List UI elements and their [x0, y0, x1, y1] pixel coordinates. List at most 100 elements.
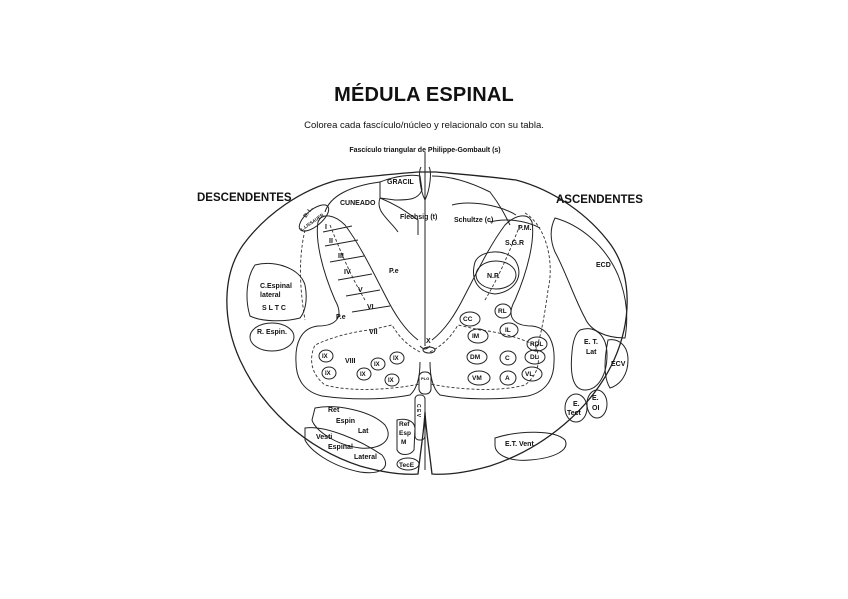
label-lamina-vi: VI	[367, 304, 374, 311]
r-espin-region	[249, 322, 295, 352]
c-espinal-lateral-region	[246, 263, 307, 322]
dl-nucleus	[524, 349, 546, 365]
label-dl-nucleus: DL	[530, 354, 539, 361]
dorsal-horn-dash-left	[329, 224, 366, 301]
pm-region	[489, 219, 541, 229]
page-title: MÉDULA ESPINAL	[334, 84, 514, 106]
cev-region	[414, 394, 426, 441]
label-e-ol-2: OI	[592, 405, 599, 412]
posterior-funiculus-left	[378, 197, 399, 233]
label-vesti-lateral: Lateral	[354, 454, 377, 461]
label-plg: PLG	[421, 376, 429, 381]
label-np: N.P.	[487, 273, 500, 280]
np-outer	[473, 251, 520, 295]
lamina-boundary-left	[311, 324, 421, 390]
label-et-lat-2: Lat	[586, 349, 597, 356]
label-sgr: S.G.R	[505, 240, 524, 247]
label-ret-espin: Espin	[336, 418, 355, 425]
label-c-espinal: C.Espinal	[260, 283, 292, 290]
label-cuneado: CUNEADO	[340, 200, 376, 207]
gray-matter-right	[429, 215, 555, 400]
label-gracil: GRACIL	[387, 179, 415, 186]
label-ref-esp: Esp	[399, 430, 411, 437]
label-lamina-vii: VII	[369, 329, 378, 336]
label-rl: RL	[498, 308, 507, 315]
label-lamina-viii: VIII	[345, 358, 356, 365]
label-lamina-i: I	[325, 224, 327, 231]
lamina-line-4	[337, 273, 373, 281]
cuneado-region	[324, 181, 419, 235]
outer-dash-left	[300, 229, 306, 321]
label-e-tect-1: E.	[573, 401, 580, 408]
label-ascendentes: ASCENDENTES	[556, 194, 643, 206]
tece-region	[396, 457, 420, 471]
label-ix-5: IX	[360, 372, 366, 378]
label-pe-upper: P.e	[389, 268, 399, 275]
label-dm: DM	[470, 354, 480, 361]
vesti-espinal-region	[304, 427, 387, 474]
label-pe-lower: P.e	[336, 314, 346, 321]
label-ix-1: IX	[322, 354, 328, 360]
ecd-region	[550, 217, 628, 339]
gray-matter-left	[295, 215, 421, 400]
label-cev: C E V	[415, 404, 421, 418]
label-lamina-v: V	[358, 287, 363, 294]
plg-region	[418, 371, 432, 395]
label-ix-4: IX	[393, 356, 399, 362]
label-ecd: ECD	[596, 262, 611, 269]
label-descendentes: DESCENDENTES	[197, 192, 292, 204]
label-c: C	[505, 355, 510, 362]
et-vent-region	[494, 431, 567, 461]
label-schultze: Schultze (c)	[454, 217, 493, 224]
ix-nucleus-6	[384, 373, 400, 387]
label-dl: D. L.	[303, 206, 315, 220]
label-ref-m: M	[401, 439, 406, 446]
dl-lissauer-region	[298, 204, 330, 232]
label-ix-2: IX	[325, 371, 331, 377]
label-im: IM	[472, 333, 479, 340]
im-nucleus	[467, 328, 489, 344]
rl-nucleus	[494, 303, 512, 319]
label-il: IL	[505, 327, 511, 334]
label-vm: VM	[472, 375, 482, 382]
et-lat-region	[570, 328, 608, 391]
label-et-vent: E.T. Vent	[505, 441, 534, 448]
label-tece: TecE	[399, 462, 415, 469]
lamina-boundary-right	[429, 324, 539, 390]
ix-nucleus-3	[370, 357, 386, 371]
rdl-nucleus	[526, 336, 548, 352]
ix-nucleus-4	[389, 351, 405, 365]
gracil-region	[379, 174, 423, 201]
label-lamina-iv: IV	[344, 269, 351, 276]
label-top-fasciculus: Fascículo triangular de Philippe-Gombaul…	[349, 147, 500, 154]
label-e-ol-1: E.	[592, 395, 599, 402]
il-nucleus	[499, 322, 519, 338]
x-central-canal	[422, 346, 436, 354]
dm-nucleus	[466, 349, 488, 365]
label-ref: Ref	[399, 421, 410, 428]
label-ecv: ECV	[611, 361, 626, 368]
label-vesti-espinal: Espinal	[328, 444, 353, 451]
ix-nucleus-1	[318, 349, 334, 363]
ret-espin-lat-region	[311, 406, 389, 449]
np-region	[475, 260, 517, 290]
page-subtitle: Colorea cada fascículo/núcleo y relacion…	[304, 120, 544, 131]
ref-esp-region	[396, 418, 416, 455]
label-ret: Ret	[328, 407, 340, 414]
label-r-espin: R. Espin.	[257, 329, 287, 336]
lamina-line-1	[322, 225, 353, 233]
e-tect-region	[564, 393, 588, 423]
label-lamina-ii: II	[329, 238, 333, 245]
schultze-line	[451, 202, 517, 216]
lamina-line-3	[329, 255, 365, 263]
ecv-region	[604, 339, 629, 389]
label-ix-3: IX	[374, 362, 380, 368]
ix-nucleus-2	[321, 366, 337, 380]
e-ol-region	[586, 389, 608, 419]
c-nucleus	[499, 350, 517, 366]
lamina-line-5	[345, 289, 381, 297]
fasciculus-wedge	[419, 166, 431, 202]
lamina-line-2	[324, 239, 359, 247]
label-pm: P.M.	[518, 225, 532, 232]
